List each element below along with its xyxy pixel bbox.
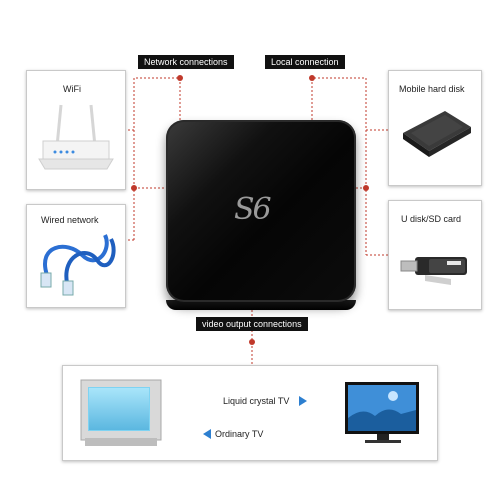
label-local-connection: Local connection <box>265 55 345 69</box>
connector-dot <box>177 75 183 81</box>
label-network-connections: Network connections <box>138 55 234 69</box>
ordinary-tv-label: Ordinary TV <box>215 429 264 439</box>
device-logo: S6 <box>234 192 272 227</box>
wifi-title: WiFi <box>63 84 81 94</box>
label-video-output: video output connections <box>196 317 308 331</box>
arrow-left-icon <box>203 429 211 439</box>
crt-tv-icon <box>80 379 162 446</box>
tv-box-device: S6 <box>166 120 356 310</box>
connector-dot <box>309 75 315 81</box>
usb-sd-title: U disk/SD card <box>401 214 462 224</box>
router-icon <box>38 104 114 170</box>
ethernet-cable-icon <box>40 234 116 296</box>
lcd-tv-label: Liquid crystal TV <box>223 396 290 406</box>
usb-drive-icon <box>400 257 467 285</box>
video-output-box: Liquid crystal TV Ordinary TV <box>62 365 438 461</box>
mobile-hard-disk-title: Mobile hard disk <box>399 84 465 94</box>
mobile-hard-disk-box: Mobile hard disk <box>388 70 482 186</box>
tv-illustrations <box>80 379 419 446</box>
hard-disk-icon <box>403 111 471 157</box>
lcd-tv-icon <box>345 382 419 443</box>
wired-network-box: Wired network <box>26 204 126 308</box>
wired-network-title: Wired network <box>41 215 99 225</box>
connector-dot <box>249 339 255 345</box>
wifi-box: WiFi <box>26 70 126 190</box>
usb-sd-box: U disk/SD card <box>388 200 482 310</box>
connector-dot <box>131 185 137 191</box>
arrow-right-icon <box>299 396 307 406</box>
connector-dot <box>363 185 369 191</box>
